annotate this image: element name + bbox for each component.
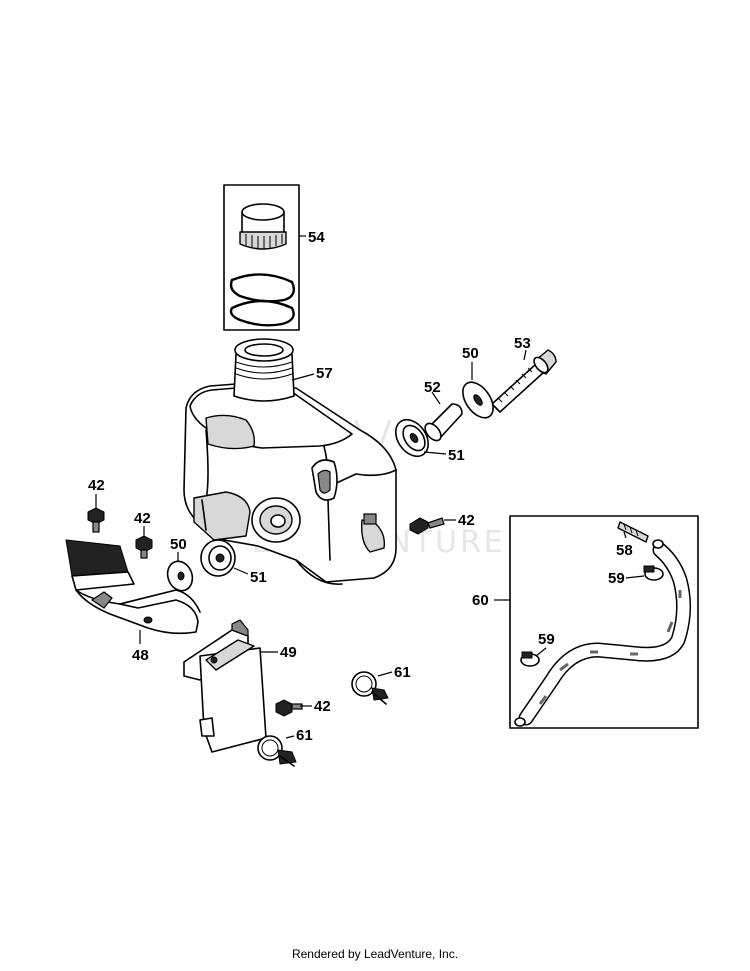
part-61-clamp-upper[interactable]: [351, 671, 389, 705]
callout-59-lower: 59: [538, 631, 555, 648]
callout-51-lower: 51: [250, 569, 267, 586]
callout-49: 49: [280, 644, 297, 661]
part-50-washer-upper[interactable]: [457, 377, 500, 424]
part-51-grommet-upper[interactable]: [389, 414, 435, 463]
callout-57: 57: [316, 365, 333, 382]
callout-51-upper: 51: [448, 447, 465, 464]
part-42-screw-right[interactable]: [409, 517, 445, 535]
callout-52: 52: [424, 379, 441, 396]
part-42-screw-center[interactable]: [135, 535, 153, 559]
callout-42-left: 42: [88, 477, 105, 494]
callout-61-upper: 61: [394, 664, 411, 681]
part-50-washer-lower[interactable]: [164, 558, 197, 594]
callout-54: 54: [308, 229, 325, 246]
part-42-screw-lower[interactable]: [275, 699, 303, 717]
part-60-fuel-line-kit[interactable]: [509, 515, 699, 729]
callout-60: 60: [472, 592, 489, 609]
callout-42-lower: 42: [314, 698, 331, 715]
part-42-screw-left[interactable]: [87, 507, 105, 533]
part-53-bolt[interactable]: [491, 349, 557, 413]
callout-42-right: 42: [458, 512, 475, 529]
part-54-fuel-cap-kit[interactable]: [223, 184, 300, 331]
part-57-fuel-tank[interactable]: [183, 338, 397, 585]
part-52-spacer[interactable]: [422, 403, 463, 444]
callout-50-upper: 50: [462, 345, 479, 362]
callout-61-lower: 61: [296, 727, 313, 744]
footer-credit: Rendered by LeadVenture, Inc.: [291, 947, 459, 961]
callout-58: 58: [616, 542, 633, 559]
part-51-grommet-lower[interactable]: [200, 539, 236, 577]
part-49-plate[interactable]: [183, 619, 267, 753]
callout-59-upper: 59: [608, 570, 625, 587]
callout-42-center: 42: [134, 510, 151, 527]
callout-48: 48: [132, 647, 149, 664]
callout-50-lower: 50: [170, 536, 187, 553]
part-48-bracket[interactable]: [65, 539, 201, 635]
callout-53: 53: [514, 335, 531, 352]
part-61-clamp-lower[interactable]: [257, 735, 297, 767]
